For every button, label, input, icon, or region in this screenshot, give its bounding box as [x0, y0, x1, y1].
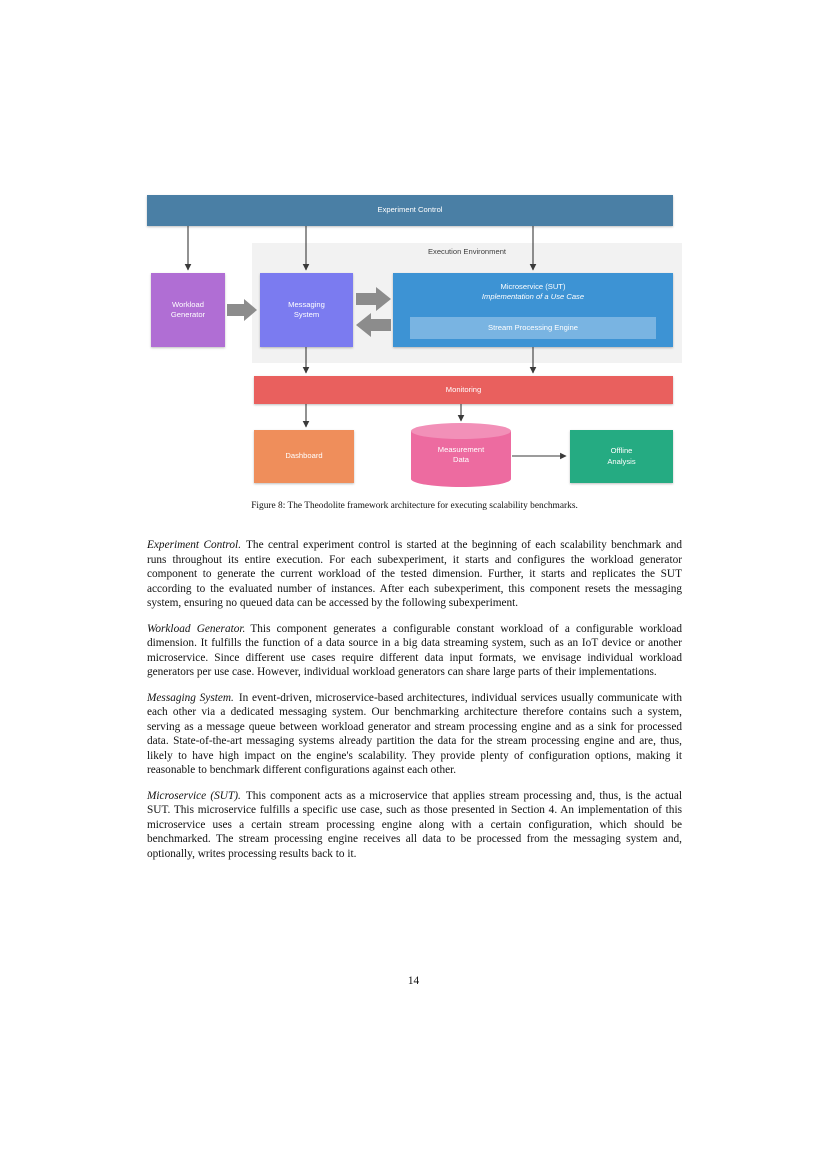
messaging-system-label-line2: System — [293, 310, 320, 319]
messaging-system-node[interactable]: Messaging System — [260, 273, 353, 347]
paragraph-experiment-control: Experiment Control.The central experimen… — [147, 538, 682, 611]
measurement-data-label-line1: Measurement — [437, 444, 485, 454]
workload-generator-node[interactable]: Workload Generator — [151, 273, 225, 347]
microservice-sut-title: Microservice (SUT) — [500, 282, 566, 291]
body-text-column: Experiment Control.The central experimen… — [147, 538, 682, 872]
paragraph-microservice-sut: Microservice (SUT).This component acts a… — [147, 789, 682, 862]
paragraph-body: This component acts as a microservice th… — [147, 789, 682, 860]
figure-8: Execution Environment Experiment Control… — [147, 195, 682, 487]
measurement-data-node[interactable]: Measurement Data — [411, 423, 511, 487]
architecture-diagram: Execution Environment Experiment Control… — [147, 195, 682, 487]
monitoring-node[interactable]: Monitoring — [254, 376, 673, 404]
figure-caption: Figure 8: The Theodolite framework archi… — [251, 501, 578, 511]
paragraph-body: The central experiment control is starte… — [147, 539, 682, 610]
block-arrow-microservice-to-messaging — [356, 313, 391, 337]
dashboard-label: Dashboard — [285, 451, 323, 461]
cylinder-top-shape — [411, 423, 511, 439]
measurement-data-label-line2: Data — [452, 455, 470, 464]
paragraph-body: In event-driven, microservice-based arch… — [147, 691, 682, 777]
workload-generator-label-line1: Workload — [172, 299, 204, 309]
paragraph-lead-in: Experiment Control. — [147, 539, 242, 551]
offline-analysis-label-line1: Offline — [610, 446, 633, 456]
paragraph-body: This component generates a configurable … — [147, 622, 683, 679]
measurement-data-label-group: Measurement Data — [411, 423, 511, 487]
block-arrow-workload-to-messaging — [227, 299, 257, 321]
paragraph-lead-in: Microservice (SUT). — [147, 789, 241, 802]
experiment-control-label: Experiment Control — [377, 205, 443, 215]
paragraph-lead-in: Workload Generator. — [147, 622, 246, 635]
page-number: 14 — [407, 975, 420, 987]
messaging-system-label-line1: Messaging — [288, 299, 325, 309]
microservice-sut-subtitle: Implementation of a Use Case — [481, 292, 585, 302]
stream-processing-engine-label: Stream Processing Engine — [488, 322, 578, 332]
offline-analysis-node[interactable]: Offline Analysis — [570, 430, 673, 483]
cylinder-body-shape — [411, 431, 511, 479]
workload-generator-label-line2: Generator — [170, 310, 206, 319]
stream-processing-engine-node[interactable]: Stream Processing Engine — [410, 317, 656, 339]
diagram-arrows — [184, 226, 567, 460]
experiment-control-node[interactable]: Experiment Control — [147, 195, 673, 226]
block-arrow-messaging-to-microservice — [356, 287, 391, 311]
paragraph-lead-in: Messaging System. — [147, 691, 234, 704]
execution-environment-label: Execution Environment — [427, 247, 507, 256]
offline-analysis-label-line2: Analysis — [607, 456, 636, 466]
microservice-sut-node[interactable]: Microservice (SUT) Implementation of a U… — [393, 273, 673, 347]
monitoring-label: Monitoring — [445, 384, 482, 394]
paragraph-messaging-system: Messaging System.In event-driven, micros… — [147, 691, 682, 778]
paragraph-workload-generator: Workload Generator.This component genera… — [147, 622, 682, 680]
dashboard-node[interactable]: Dashboard — [254, 430, 354, 483]
